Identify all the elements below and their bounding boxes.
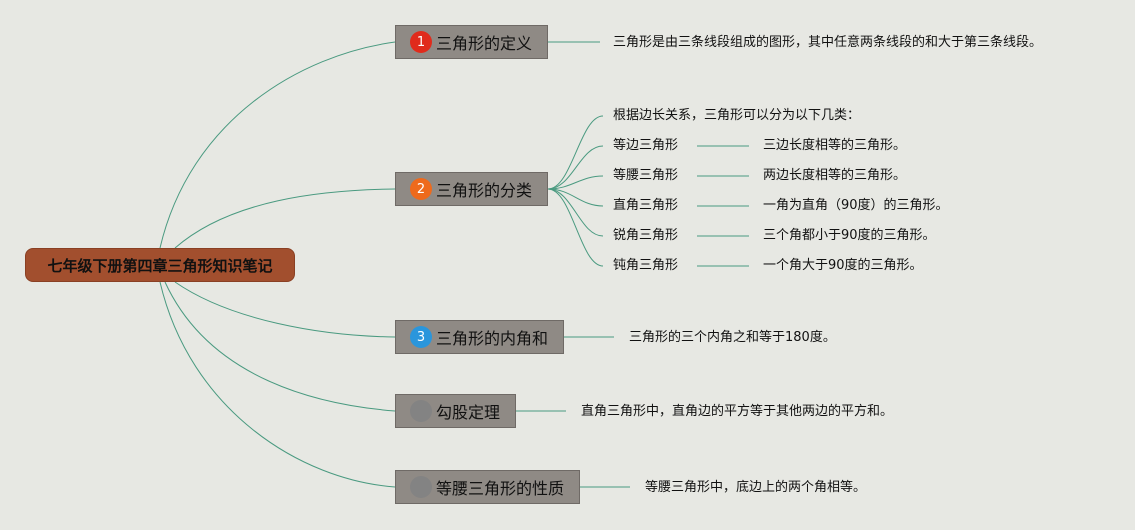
root-link-2: [174, 188, 396, 249]
number-badge-1: 1: [410, 31, 432, 53]
topic-detail[interactable]: 三角形是由三条线段组成的图形，其中任意两条线段的和大于第三条线段。: [613, 35, 1043, 50]
class-item-name[interactable]: 钝角三角形: [613, 258, 679, 273]
topic-definition[interactable]: 1 三角形的定义: [395, 25, 548, 59]
topic-label: 三角形的分类: [436, 181, 533, 200]
topic-angle-sum[interactable]: 3 三角形的内角和: [395, 320, 564, 354]
topic-label: 勾股定理: [436, 403, 501, 422]
number-badge-4: 4: [410, 400, 432, 422]
number-badge-2: 2: [410, 178, 432, 200]
topic-isosceles-properties[interactable]: 5 等腰三角形的性质: [395, 470, 580, 504]
class-link-1: [547, 145, 604, 190]
class-item-desc[interactable]: 一角为直角（90度）的三角形。: [763, 198, 949, 213]
class-item-desc[interactable]: 三个角都小于90度的三角形。: [763, 228, 936, 243]
topic-classification[interactable]: 2 三角形的分类: [395, 172, 548, 206]
classification-intro[interactable]: 根据边长关系，三角形可以分为以下几类：: [613, 108, 861, 123]
root-link-1: [159, 41, 396, 249]
topic-label: 三角形的内角和: [436, 329, 549, 348]
topic-label: 等腰三角形的性质: [436, 479, 565, 498]
class-link-3: [547, 188, 604, 207]
topic-label: 三角形的定义: [436, 34, 533, 53]
class-item-desc[interactable]: 两边长度相等的三角形。: [763, 168, 907, 183]
class-item-name[interactable]: 锐角三角形: [613, 228, 679, 243]
root-link-3: [174, 281, 396, 338]
class-item-name[interactable]: 直角三角形: [613, 198, 679, 213]
number-badge-5: 5: [410, 476, 432, 498]
topic-detail[interactable]: 三角形的三个内角之和等于180度。: [629, 330, 836, 345]
class-link-2: [547, 175, 604, 190]
number-badge-3: 3: [410, 326, 432, 348]
class-item-desc[interactable]: 三边长度相等的三角形。: [763, 138, 907, 153]
class-link-intro: [547, 115, 604, 190]
topic-pythagorean[interactable]: 4 勾股定理: [395, 394, 516, 428]
root-topic[interactable]: 七年级下册第四章三角形知识笔记: [25, 248, 295, 282]
topic-detail[interactable]: 等腰三角形中，底边上的两个角相等。: [645, 480, 867, 495]
class-link-5: [547, 188, 604, 267]
root-link-5: [159, 281, 396, 488]
class-link-4: [547, 188, 604, 237]
class-item-name[interactable]: 等边三角形: [613, 138, 679, 153]
class-item-name[interactable]: 等腰三角形: [613, 168, 679, 183]
topic-detail[interactable]: 直角三角形中，直角边的平方等于其他两边的平方和。: [581, 404, 894, 419]
root-link-4: [164, 281, 396, 412]
class-item-desc[interactable]: 一个角大于90度的三角形。: [763, 258, 923, 273]
